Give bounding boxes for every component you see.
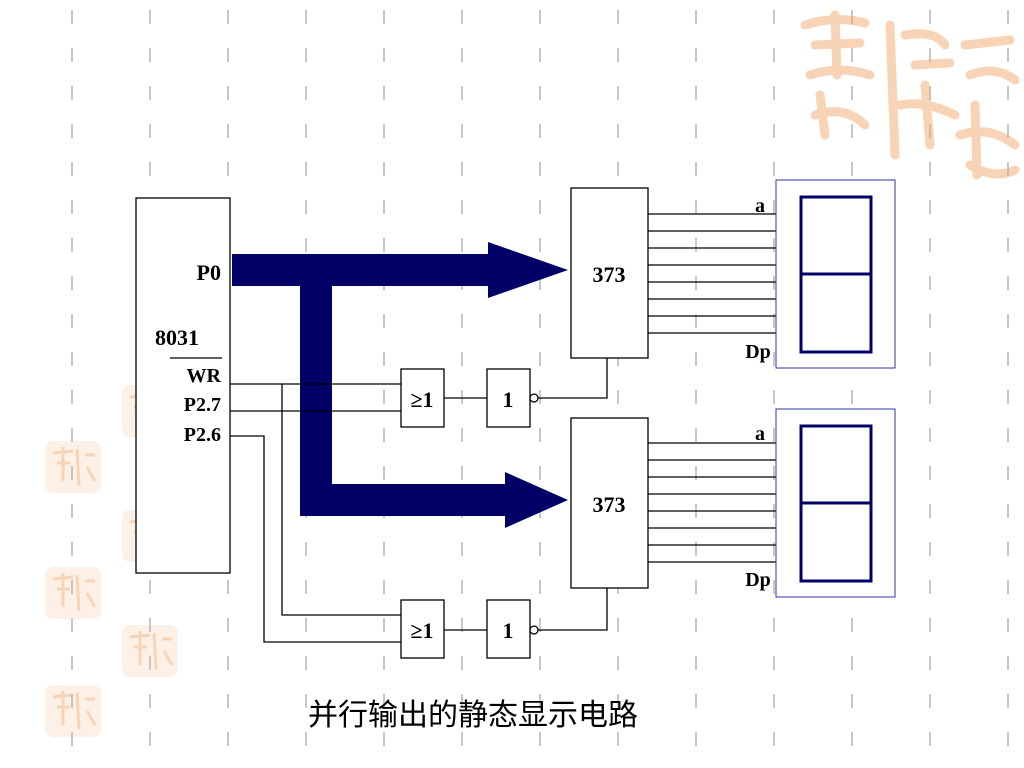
seal-large [800,10,1020,180]
bus-arrow-upper [488,242,568,298]
latch-lower-outputs [648,442,776,563]
latch-lower-label: 373 [593,492,626,517]
not-gate-lower-label: 1 [503,618,514,643]
seal-small-5 [122,625,178,677]
or-gate-lower [400,599,445,659]
bus-arrow-lower [505,472,568,528]
not-gate-upper-label: 1 [503,387,514,412]
not-gate-lower-bubble [529,625,539,635]
or-gate-lower-label: ≥1 [410,618,433,643]
display-upper-seg-a: a [755,195,765,217]
seal-small-2 [45,441,101,493]
diagram-caption: 并行输出的静态显示电路 [308,698,638,733]
mcu-8031-block [135,197,231,574]
or-gate-upper [400,368,445,428]
pin-p0-label: P0 [197,260,221,285]
bus-vertical-segment [300,286,332,514]
or-gate-upper-label: ≥1 [410,387,433,412]
not-gate-upper-bubble [529,393,539,403]
bus-main-segment [232,254,488,286]
pin-p27-label: P2.7 [184,394,221,416]
latch-upper-outputs [648,213,776,334]
control-wires [230,358,608,643]
latch-373-upper [570,187,649,359]
pin-p26-label: P2.6 [184,424,221,446]
mcu-name-label: 8031 [155,325,199,350]
latch-upper-label: 373 [593,262,626,287]
latch-373-lower [570,417,649,589]
data-bus [232,242,568,528]
seal-small-4 [45,567,101,619]
display-upper [775,179,896,369]
display-lower-seg-dp: Dp [745,569,771,591]
display-lower [775,408,896,598]
display-upper-seg-dp: Dp [745,341,771,363]
bus-lower-segment [300,484,505,516]
seal-small-6 [45,685,101,737]
pin-wr-label: WR [187,365,222,387]
display-lower-seg-a: a [755,423,765,445]
